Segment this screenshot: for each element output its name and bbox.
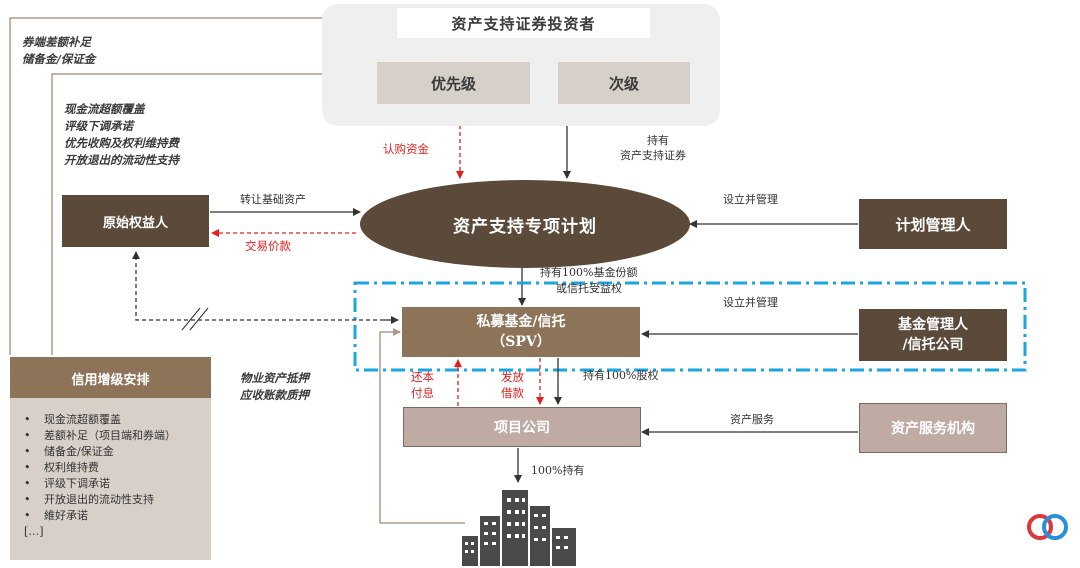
label-setup-manage-1: 设立并管理 (723, 193, 778, 206)
label-mid-left-3: 优先收购及权利维持费 (64, 136, 179, 150)
list-item: •差额补足（项目端和券端） (24, 429, 176, 442)
label-mid-left-4: 开放退出的流动性支持 (64, 153, 179, 167)
label-loan-2: 借款 (501, 386, 524, 400)
pledge-slash-1 (181, 307, 201, 331)
special-plan: 资产支持专项计划 (360, 180, 690, 268)
label-mid-left-1: 现金流超额覆盖 (64, 102, 145, 116)
label-hold-100: 100%持有 (531, 464, 585, 477)
label-repay-1: 还本 (411, 370, 434, 384)
label-transfer-assets: 转让基础资产 (240, 193, 306, 206)
senior-tranche: 优先级 (377, 62, 530, 104)
label-loan-1: 发放 (501, 370, 524, 384)
label-top-left-2: 储备金/保证金 (22, 52, 96, 66)
label-top-left-1: 券端差额补足 (22, 35, 91, 49)
label-hold-securities-2: 资产支持证券 (620, 149, 686, 162)
label-subscribe-funds: 认购资金 (383, 142, 429, 156)
label-repay-2: 付息 (411, 386, 434, 400)
list-item: •评级下调承诺 (24, 477, 110, 490)
fund-manager-line2: /信托公司 (902, 337, 964, 353)
fund-manager-line1: 基金管理人 (898, 317, 968, 333)
list-item: •开放退出的流动性支持 (24, 493, 154, 506)
label-asset-service: 资产服务 (730, 413, 774, 426)
credit-enhancement-list: •现金流超额覆盖 •差额补足（项目端和券端） •储备金/保证金 •权利维持费 •… (24, 412, 211, 524)
building-to-spv-line (379, 328, 465, 524)
subordinate-tranche: 次级 (558, 62, 690, 104)
project-company-box: 项目公司 (403, 407, 641, 447)
label-hold-equity: 持有100%股权 (583, 369, 659, 382)
credit-enhancement-panel: •现金流超额覆盖 •差额补足（项目端和券端） •储备金/保证金 •权利维持费 •… (10, 398, 211, 560)
pledge-slash-2 (189, 307, 209, 331)
label-hold-fund-share-2: 或信托受益权 (556, 282, 622, 295)
spv-to-originator-line (132, 251, 398, 321)
spv-line1: 私募基金/信托 (476, 314, 566, 330)
investor-title: 资产支持证券投资者 (397, 8, 650, 38)
list-item: •权利维持费 (24, 461, 99, 474)
list-item: •維好承诺 (24, 509, 88, 522)
credit-line-top (9, 14, 339, 355)
building-icon (462, 490, 576, 566)
label-pledge-1: 物业资产抵押 (240, 371, 309, 385)
label-hold-fund-share-1: 持有100%基金份额 (540, 266, 638, 279)
logo-icon (1027, 514, 1068, 540)
originator-box: 原始权益人 (62, 195, 209, 247)
list-item: •储备金/保证金 (24, 445, 114, 458)
spv-line2: （SPV） (491, 334, 551, 350)
spv-dashed-box (353, 281, 1027, 372)
label-pledge-2: 应收账款质押 (240, 388, 309, 402)
credit-line-mid (51, 70, 339, 355)
spv-box: 私募基金/信托 （SPV） (402, 307, 640, 357)
plan-manager-box: 计划管理人 (859, 199, 1007, 249)
label-setup-manage-2: 设立并管理 (723, 296, 778, 309)
label-mid-left-2: 评级下调承诺 (64, 119, 133, 133)
asset-servicer-box: 资产服务机构 (859, 403, 1007, 453)
fund-manager-box: 基金管理人 /信托公司 (859, 309, 1007, 361)
list-item: •现金流超额覆盖 (24, 413, 121, 426)
label-hold-securities-1: 持有 (647, 134, 669, 147)
credit-enhancement-title: 信用增级安排 (10, 357, 211, 399)
label-transaction-price: 交易价款 (245, 239, 291, 253)
credit-more: […] (24, 525, 44, 538)
